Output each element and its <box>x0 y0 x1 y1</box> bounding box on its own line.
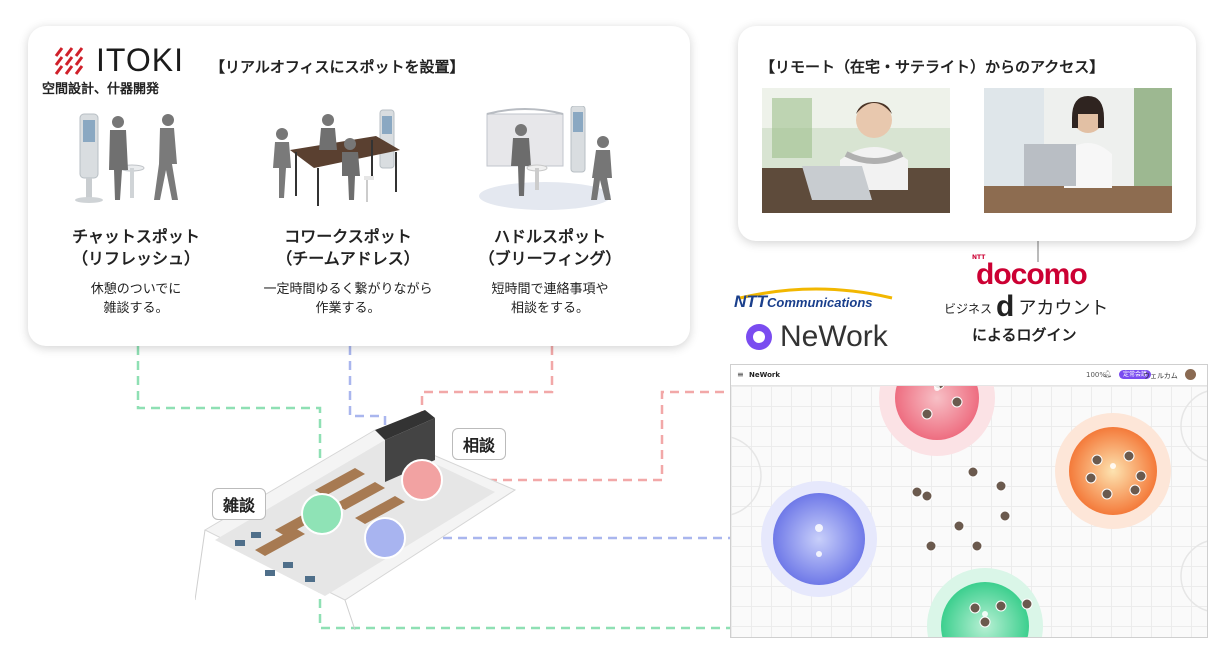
ntt-name: Communications <box>767 295 873 310</box>
nework-logo-text: NeWork <box>780 320 888 353</box>
remote-title: 【リモート（在宅・サテライト）からのアクセス】 <box>760 58 1105 76</box>
nework-screenshot: ≡ NeWork 100% 🔔︎ 定常会議 ウェルカム <box>730 364 1208 638</box>
itoki-tagline: 空間設計、什器開発 <box>42 82 160 97</box>
office-panel: ITOKI 空間設計、什器開発 【リアルオフィスにスポットを設置】 チャットスポ… <box>28 26 690 346</box>
nework-header: ≡ NeWork 100% 🔔︎ 定常会議 ウェルカム <box>731 365 1207 386</box>
menu-icon[interactable]: ≡ <box>737 370 744 379</box>
nework-avatars <box>911 386 1147 628</box>
itoki-mark-icon <box>54 46 84 75</box>
office-title: 【リアルオフィスにスポットを設置】 <box>210 58 465 76</box>
d-account-icon: d <box>996 290 1015 323</box>
cowork-spot-illustration <box>273 109 400 206</box>
nework-bubbles <box>731 386 1207 637</box>
cowork-spot-sub: （チームアドレス） <box>276 249 420 268</box>
chat-spot: チャットスポット （リフレッシュ） 休憩のついでに 雑談する。 <box>36 106 236 318</box>
huddle-spot-illustration <box>479 106 612 210</box>
orange-room-bubble[interactable] <box>1069 427 1157 515</box>
zatsudan-label: 雑談 <box>212 488 267 520</box>
docomo-logo: docomo <box>976 258 1088 291</box>
cowork-spot: コワークスポット （チームアドレス） 一定時間ゆるく繋がりながら 作業する。 <box>248 106 448 318</box>
chat-spot-name: チャットスポット <box>72 227 200 246</box>
bell-icon[interactable]: 🔔︎ <box>1103 370 1112 378</box>
nework-logo: NeWork <box>744 320 888 354</box>
huddle-spot-sub: （ブリーフィング） <box>478 249 622 268</box>
remote-worker-photo-1 <box>762 88 950 213</box>
chat-spot-desc-2: 雑談する。 <box>103 301 169 316</box>
cowork-floor-marker <box>364 517 406 559</box>
nework-mark-icon <box>746 324 772 350</box>
zoom-level: 100% <box>1086 371 1107 379</box>
blue-room-bubble[interactable] <box>773 493 865 585</box>
itoki-logo-text: ITOKI <box>96 42 184 78</box>
chat-spot-illustration <box>75 113 178 203</box>
login-account: アカウント <box>1018 298 1109 319</box>
remote-worker-photo-2 <box>984 88 1172 213</box>
room-name: ウェルカム <box>1143 372 1178 380</box>
remote-panel: 【リモート（在宅・サテライト）からのアクセス】 <box>738 26 1196 241</box>
chat-spot-sub: （リフレッシュ） <box>71 249 200 268</box>
ntt-communications-logo: NTTCommunications <box>734 292 873 312</box>
blue-connector <box>348 346 760 540</box>
huddle-spot-name: ハドルスポット <box>493 227 606 246</box>
chat-spot-desc-1: 休憩のついでに <box>90 282 182 297</box>
chat-floor-marker <box>301 493 343 535</box>
huddle-floor-marker <box>401 459 443 501</box>
cowork-spot-name: コワークスポット <box>284 227 412 246</box>
cowork-spot-desc-2: 作業する。 <box>315 301 381 316</box>
huddle-spot-desc-1: 短時間で連絡事項や <box>491 282 609 297</box>
login-line-2: によるログイン <box>972 326 1077 344</box>
cowork-spot-desc-1: 一定時間ゆるく繋がりながら <box>263 282 433 297</box>
login-line-1: ビジネス d アカウント <box>944 290 1109 323</box>
meeting-pill[interactable]: 定常会議 <box>1119 370 1152 379</box>
docomo-ntt-mark: NTT <box>972 254 986 261</box>
ntt-prefix: NTT <box>734 292 768 311</box>
user-avatar[interactable] <box>1185 369 1196 380</box>
itoki-logo: ITOKI <box>54 42 184 79</box>
green-room-bubble[interactable] <box>941 582 1029 637</box>
ntt-arc-icon <box>739 287 893 300</box>
huddle-spot-desc-2: 相談をする。 <box>510 301 589 316</box>
login-biz: ビジネス <box>944 302 993 316</box>
soudan-label: 相談 <box>452 428 507 460</box>
huddle-spot: ハドルスポット （ブリーフィング） 短時間で連絡事項や 相談をする。 <box>450 106 650 318</box>
nework-brand: NeWork <box>749 371 780 379</box>
green-connector <box>136 346 960 630</box>
